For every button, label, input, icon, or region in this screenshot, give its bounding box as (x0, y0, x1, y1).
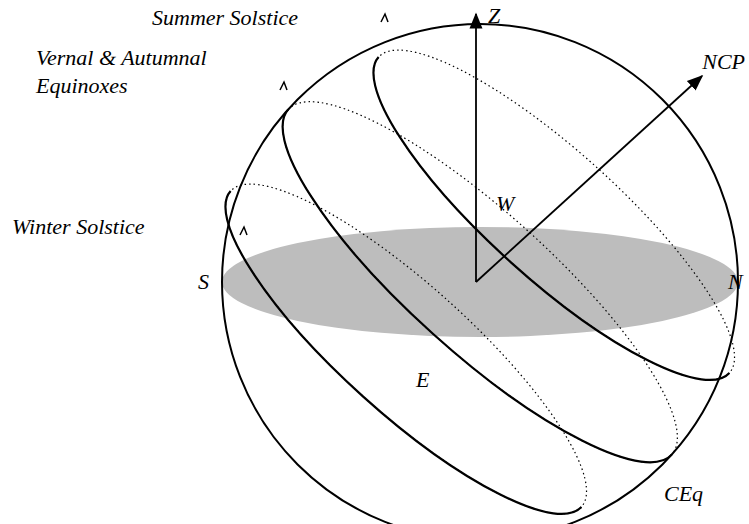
equator-path (241, 57, 718, 506)
axis-label: Z (488, 2, 500, 30)
winter-path (188, 144, 624, 524)
horizon-plane (222, 227, 738, 337)
sphere-outline (222, 24, 738, 524)
ncp-axis (476, 76, 702, 282)
direction-tick (240, 227, 247, 235)
season-label: Vernal & Autumnal Equinoxes (36, 44, 236, 99)
season-label: Summer Solstice (152, 4, 298, 32)
axis-label: NCP (702, 48, 745, 76)
compass-label: E (416, 366, 429, 394)
summer-path (336, 10, 749, 421)
compass-label: W (496, 190, 514, 218)
equator-label: CEq (664, 480, 703, 508)
direction-tick (381, 14, 388, 22)
compass-label: S (198, 268, 209, 296)
compass-label: N (728, 268, 743, 296)
direction-tick (280, 82, 287, 90)
season-label: Winter Solstice (12, 213, 145, 241)
zenith-axis (475, 14, 477, 282)
